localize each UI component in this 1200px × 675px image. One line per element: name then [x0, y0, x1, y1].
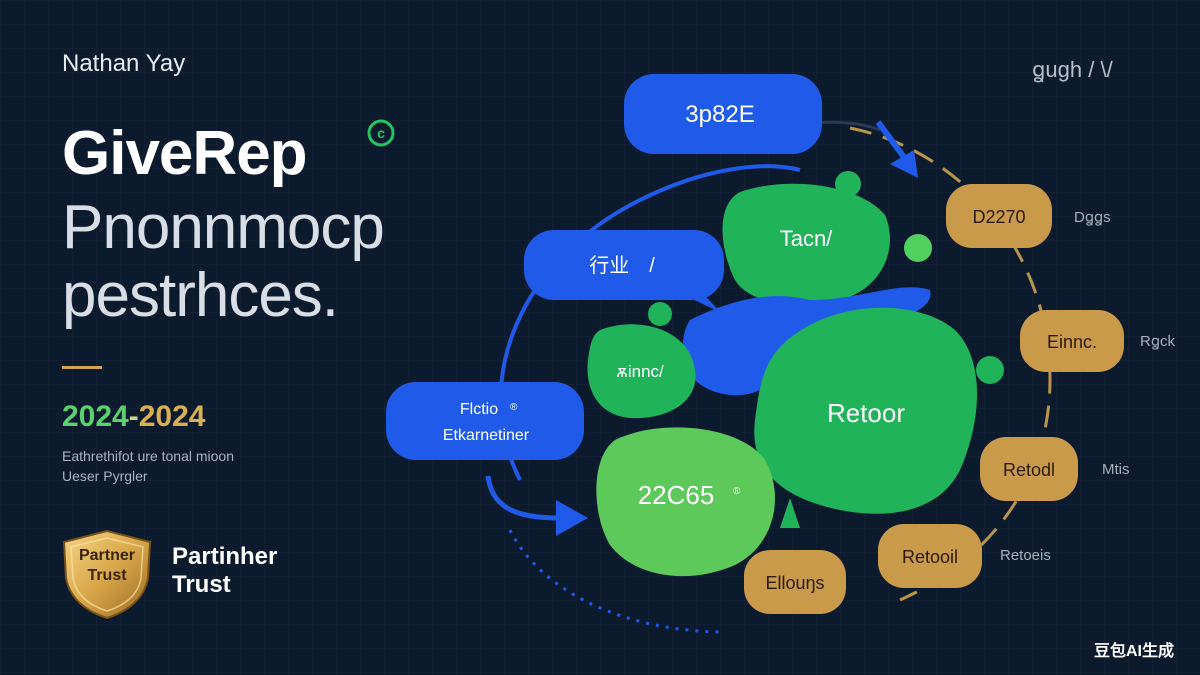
- blue-bubble-top-label: 3p82E: [685, 101, 754, 128]
- shield-label: Partner Trust: [62, 546, 152, 586]
- shield-label-line-1: Partner: [78, 547, 136, 564]
- description: Eathrethifot ure tonal mioon Ueser Pyrgl…: [62, 446, 234, 486]
- shield-icon: [62, 529, 152, 620]
- side-label-4: Retoeis: [1000, 547, 1051, 564]
- green-dot-top: [835, 171, 861, 197]
- brand-title: GiveRep: [62, 119, 308, 188]
- gold-node-5: [744, 550, 846, 614]
- headline-line-1: Pnonnmocp: [62, 193, 385, 262]
- headline: Pnonnmocp pestrhces.: [62, 193, 385, 330]
- partner-label-line-1: Partinher: [172, 543, 278, 570]
- gold-node-4: [878, 524, 982, 588]
- side-label-1: Dꬶꬶs: [1074, 209, 1111, 226]
- partner-label-line-2: Trust: [172, 571, 231, 598]
- green-blob-bottom-mark: ®: [733, 486, 741, 497]
- year-range: 2024-2024: [62, 400, 206, 434]
- author-name: Nathan Yay: [62, 50, 186, 77]
- top-right-text: ꬶugh / \/: [1032, 57, 1113, 82]
- arrow-icon-bottom: [485, 475, 588, 536]
- green-blob-top-label: Tacn/: [780, 226, 833, 251]
- gold-node-2: [1020, 310, 1124, 372]
- blue-bubble-middle-label: 行业 /: [589, 254, 655, 277]
- arrow-icon-top: [875, 120, 918, 178]
- copyright-icon: c: [367, 119, 395, 147]
- year-start: 2024: [62, 400, 129, 433]
- green-blob-top: [722, 183, 890, 305]
- blue-bubble-middle: [524, 230, 724, 300]
- watermark: 豆包AI生成: [1094, 643, 1175, 660]
- description-line-1: Eathrethifot ure tonal mioon: [62, 448, 234, 464]
- gold-node-5-label: Ellouŋs: [765, 573, 824, 593]
- green-blob-bottom: [596, 427, 775, 577]
- side-label-2: Rꬶck: [1140, 333, 1175, 350]
- shield-label-line-2: Trust: [87, 567, 127, 584]
- blue-bubble-bottom: [386, 382, 584, 460]
- blue-bubble-middle-tail: [690, 290, 720, 312]
- green-dot-left: [648, 302, 672, 326]
- year-end: 2024: [138, 400, 206, 433]
- headline-line-2: pestrhces.: [62, 261, 339, 330]
- blue-bubble-bottom-label-1: Flctio: [460, 401, 498, 418]
- blue-bubble-top: [624, 74, 822, 154]
- green-dot-small: [904, 234, 932, 262]
- green-blob-bottom-label: 22C65: [638, 480, 715, 510]
- green-blob-center-label: Retoor: [827, 398, 905, 428]
- gold-node-3-label: Retodl: [1003, 460, 1055, 480]
- gold-node-3: [980, 437, 1078, 501]
- year-separator: -: [128, 400, 139, 433]
- green-blob-left: [587, 324, 696, 419]
- partner-label: Partinher Trust: [172, 543, 277, 599]
- divider: [62, 366, 102, 369]
- gold-node-2-label: Einnc.: [1047, 332, 1097, 352]
- description-line-2: Ueser Pyrgler: [62, 468, 148, 484]
- blue-bubble-bottom-mark: ®: [510, 402, 518, 413]
- blue-bubble-bottom-label-2: Etkarnetiner: [443, 427, 530, 444]
- green-dot-right: [976, 356, 1004, 384]
- green-blob-center: [754, 307, 978, 514]
- gold-node-1: [946, 184, 1052, 248]
- svg-text:c: c: [377, 125, 385, 141]
- orbit-ring-dashed-gold: [849, 126, 1052, 602]
- green-sprout: [780, 498, 800, 528]
- gold-node-4-label: Retooil: [902, 547, 958, 567]
- green-blob-left-label: ѫinnc/: [616, 362, 664, 381]
- gold-node-1-label: D2270: [972, 207, 1025, 227]
- side-label-3: Mtis: [1102, 461, 1130, 478]
